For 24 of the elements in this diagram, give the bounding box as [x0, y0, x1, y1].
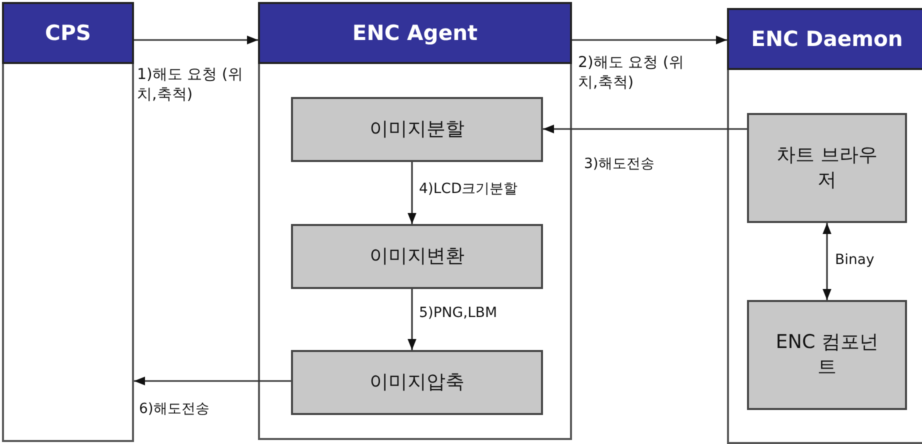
column-header: ENC Agent: [258, 2, 572, 64]
arrow: [572, 36, 727, 44]
arrow: [134, 36, 258, 44]
box-label: 차트 브라우저: [775, 143, 879, 193]
box-label: 이미지압축: [370, 370, 464, 395]
process-box: [747, 300, 907, 410]
arrow: [543, 124, 747, 134]
column-panel: [258, 2, 572, 440]
arrow: [822, 223, 832, 300]
column-header: ENC Daemon: [727, 8, 922, 70]
arrow: [408, 289, 416, 350]
process-box: [291, 97, 543, 162]
column-panel: [727, 8, 922, 444]
process-box: [291, 224, 543, 289]
edge-label: Binay: [834, 251, 876, 270]
arrow: [408, 162, 416, 224]
column-panel: [2, 2, 134, 442]
arrow: [134, 376, 291, 386]
process-box: [291, 350, 543, 415]
column-header: CPS: [2, 2, 134, 64]
box-label: ENC 컴포넌트: [774, 330, 880, 380]
box-label: 이미지분할: [370, 117, 464, 142]
box-label: 이미지변환: [370, 244, 464, 269]
process-box: [747, 113, 907, 223]
